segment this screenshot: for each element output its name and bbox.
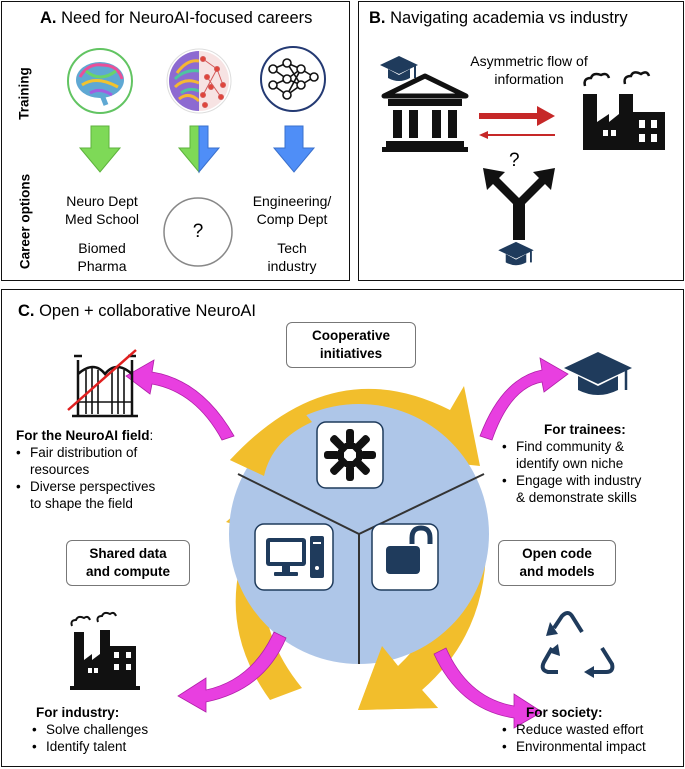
label-cooperative-initiatives: Cooperative initiatives — [286, 322, 416, 368]
field-head-suffix: : — [149, 428, 154, 443]
label-open-code: Open code and models — [498, 540, 616, 586]
open-line1: Open code — [522, 546, 592, 561]
field-bullet-2-line2: to shape the field — [30, 496, 133, 511]
society-bullet-2: Environmental impact — [502, 738, 646, 755]
flow-arrow-left — [479, 131, 555, 139]
padlock-open-icon — [386, 525, 433, 574]
university-building-icon — [381, 73, 469, 152]
graduation-cap-bottom-icon — [498, 241, 534, 266]
industry-bullet-1: Solve challenges — [32, 721, 148, 738]
career-biomed: Biomed — [78, 240, 126, 256]
panel-b-title-text: Navigating academia vs industry — [390, 9, 628, 27]
trainees-bullet-2-line1: Engage with industry — [516, 473, 642, 488]
field-bullet-2: Diverse perspectives to shape the field — [16, 478, 156, 512]
field-bullet-1-line2: resources — [30, 462, 90, 477]
career-unknown: ? — [192, 221, 204, 242]
panel-a-title-text: Need for NeuroAI-focused careers — [61, 9, 313, 27]
industry-bullet-2: Identify talent — [32, 738, 148, 755]
recycle-icon — [540, 611, 615, 678]
graduation-cap-icon — [380, 56, 418, 81]
career-med-school: Med School — [65, 211, 139, 227]
field-bullet-2-line1: Diverse perspectives — [30, 479, 156, 494]
collaboration-hands-icon — [324, 429, 376, 481]
question-circle — [163, 197, 233, 267]
trainees-bullet-1: Find community & identify own niche — [502, 438, 641, 472]
trainees-head: For trainees: — [544, 422, 626, 437]
blue-down-arrow — [272, 125, 316, 173]
flow-label-line2: information — [494, 71, 564, 87]
panel-c-title: C. Open + collaborative NeuroAI — [18, 302, 256, 321]
career-comp-dept: Comp Dept — [256, 211, 328, 227]
fork-question: ? — [509, 150, 520, 171]
panel-a-title: A. Need for NeuroAI-focused careers — [40, 9, 312, 28]
gate-strike — [67, 349, 137, 411]
outcome-society: For society: Reduce wasted effort Enviro… — [502, 704, 646, 755]
magenta-arrow-field — [125, 359, 235, 441]
field-head: For the NeuroAI field — [16, 428, 150, 443]
field-bullet-1-line1: Fair distribution of — [30, 445, 138, 460]
shared-line1: Shared data — [89, 546, 167, 561]
trainees-graduation-cap-icon — [564, 352, 632, 395]
green-blue-down-arrow — [177, 125, 221, 174]
society-bullet-1: Reduce wasted effort — [502, 721, 646, 738]
field-bullet-1: Fair distribution of resources — [16, 444, 155, 478]
panel-c-letter: C. — [18, 302, 35, 320]
collaboration-cycle-diagram — [67, 349, 632, 729]
panel-a-letter: A. — [40, 9, 57, 27]
factory-icon — [583, 71, 665, 150]
outcome-industry: For industry: Solve challenges Identify … — [32, 704, 148, 755]
panel-b: B. Navigating academia vs industry Asymm… — [358, 1, 684, 281]
career-engineering: Engineering/ — [252, 193, 332, 209]
industry-factory-icon — [70, 611, 140, 690]
shared-line2: and compute — [85, 564, 170, 579]
trainees-bullet-2-line2: & demonstrate skills — [516, 490, 637, 505]
fork-arrow-icon — [483, 168, 555, 240]
outcome-neuroai-field: For the NeuroAI field: Fair distribution… — [16, 427, 155, 512]
society-head: For society: — [526, 705, 603, 720]
career-tech: Tech — [277, 240, 307, 256]
green-down-arrow — [78, 125, 122, 173]
panel-c: C. Open + collaborative NeuroAI — [1, 289, 684, 767]
career-pharma: Pharma — [77, 258, 127, 274]
row-label-career-options: Career options — [17, 173, 33, 270]
panel-b-title: B. Navigating academia vs industry — [369, 9, 628, 28]
row-label-training: Training — [16, 67, 32, 120]
panel-a: A. Need for NeuroAI-focused careers Trai… — [1, 1, 350, 281]
trainees-bullet-1-line2: identify own niche — [516, 456, 624, 471]
panel-c-title-text: Open + collaborative NeuroAI — [39, 302, 257, 320]
brain-network-icon — [166, 48, 232, 114]
career-industry: industry — [267, 258, 317, 274]
flow-label-line1: Asymmetric flow of — [470, 53, 588, 69]
career-neuro-dept: Neuro Dept — [66, 193, 138, 209]
cooperative-line1: Cooperative — [311, 328, 391, 343]
flow-arrow-right — [479, 106, 555, 126]
outcome-trainees: For trainees: Find community & identify o… — [502, 421, 641, 506]
trainees-bullet-2: Engage with industry & demonstrate skills — [502, 472, 642, 506]
panel-b-letter: B. — [369, 9, 386, 27]
gate-icon — [72, 354, 138, 418]
label-shared-data: Shared data and compute — [66, 540, 190, 586]
magenta-arrow-society — [433, 647, 543, 729]
computer-icon — [266, 536, 324, 578]
cooperative-line2: initiatives — [319, 346, 383, 361]
open-line2: and models — [519, 564, 595, 579]
magenta-arrow-industry — [177, 631, 287, 713]
trainees-bullet-1-line1: Find community & — [516, 439, 625, 454]
magenta-arrow-trainees — [479, 357, 569, 441]
brain-icon — [67, 48, 133, 114]
industry-head: For industry: — [36, 705, 120, 720]
neural-network-icon — [260, 46, 326, 112]
